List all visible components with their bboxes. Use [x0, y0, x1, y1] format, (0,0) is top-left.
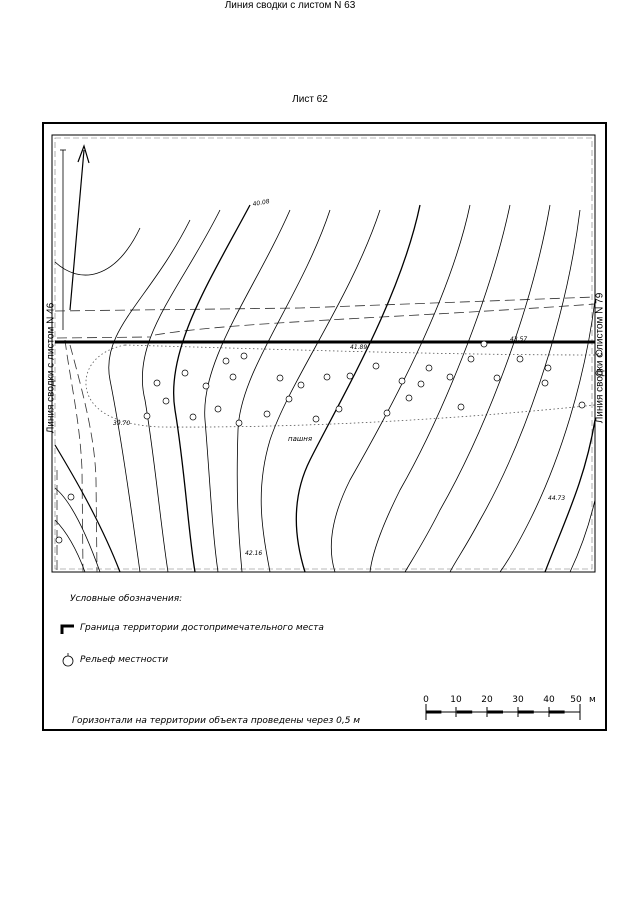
legend-item-boundary: Граница территории достопримечательного …	[60, 621, 324, 635]
legend-label: Граница территории достопримечательного …	[80, 623, 324, 633]
edge-label-bottom: Линия сводки с листом N 63	[224, 0, 356, 11]
scale-tick-label: 40	[543, 695, 555, 705]
scale-unit: м	[589, 695, 596, 705]
legend-title: Условные обозначения:	[70, 594, 183, 604]
elevation-label: 39.70	[113, 420, 130, 427]
elevation-label: 43.57	[510, 336, 527, 343]
scale-bar-icon	[425, 704, 581, 720]
map-inner-dashed-frame	[54, 137, 593, 570]
scale-tick-label: 50	[570, 695, 582, 705]
elevation-label: 40.08	[252, 198, 270, 208]
edge-label-right: Линия сводки с листом N 79	[594, 292, 606, 424]
elevation-label: 44.73	[548, 495, 565, 502]
north-arrow-icon	[60, 144, 90, 330]
legend-label: Рельеф местности	[80, 655, 169, 665]
contour-interval-note: Горизонтали на территории объекта провед…	[72, 716, 361, 726]
map-inner-frame	[51, 134, 596, 573]
contour-lines	[54, 204, 596, 573]
scale-tick-label: 20	[481, 695, 493, 705]
relief-icon	[62, 653, 74, 667]
elevation-label: 41.89	[350, 344, 367, 351]
elevation-labels: 40.08 41.89 43.57 39.70 42.16 44.73	[113, 198, 565, 557]
area-label: пашня	[288, 435, 312, 443]
scale-tick-label: 30	[512, 695, 524, 705]
dashed-lines	[54, 296, 596, 573]
legend-item-relief: Рельеф местности	[60, 652, 168, 668]
relief-markers	[55, 340, 603, 544]
sheet-title: Лист 62	[292, 94, 328, 105]
map-frame	[42, 122, 607, 731]
scale-tick-label: 0	[423, 695, 429, 705]
edge-label-left: Линия сводки с листом N 46	[45, 302, 57, 434]
elevation-label: 42.16	[245, 550, 262, 557]
scale-tick-label: 10	[450, 695, 462, 705]
boundary-line-icon	[60, 624, 74, 634]
